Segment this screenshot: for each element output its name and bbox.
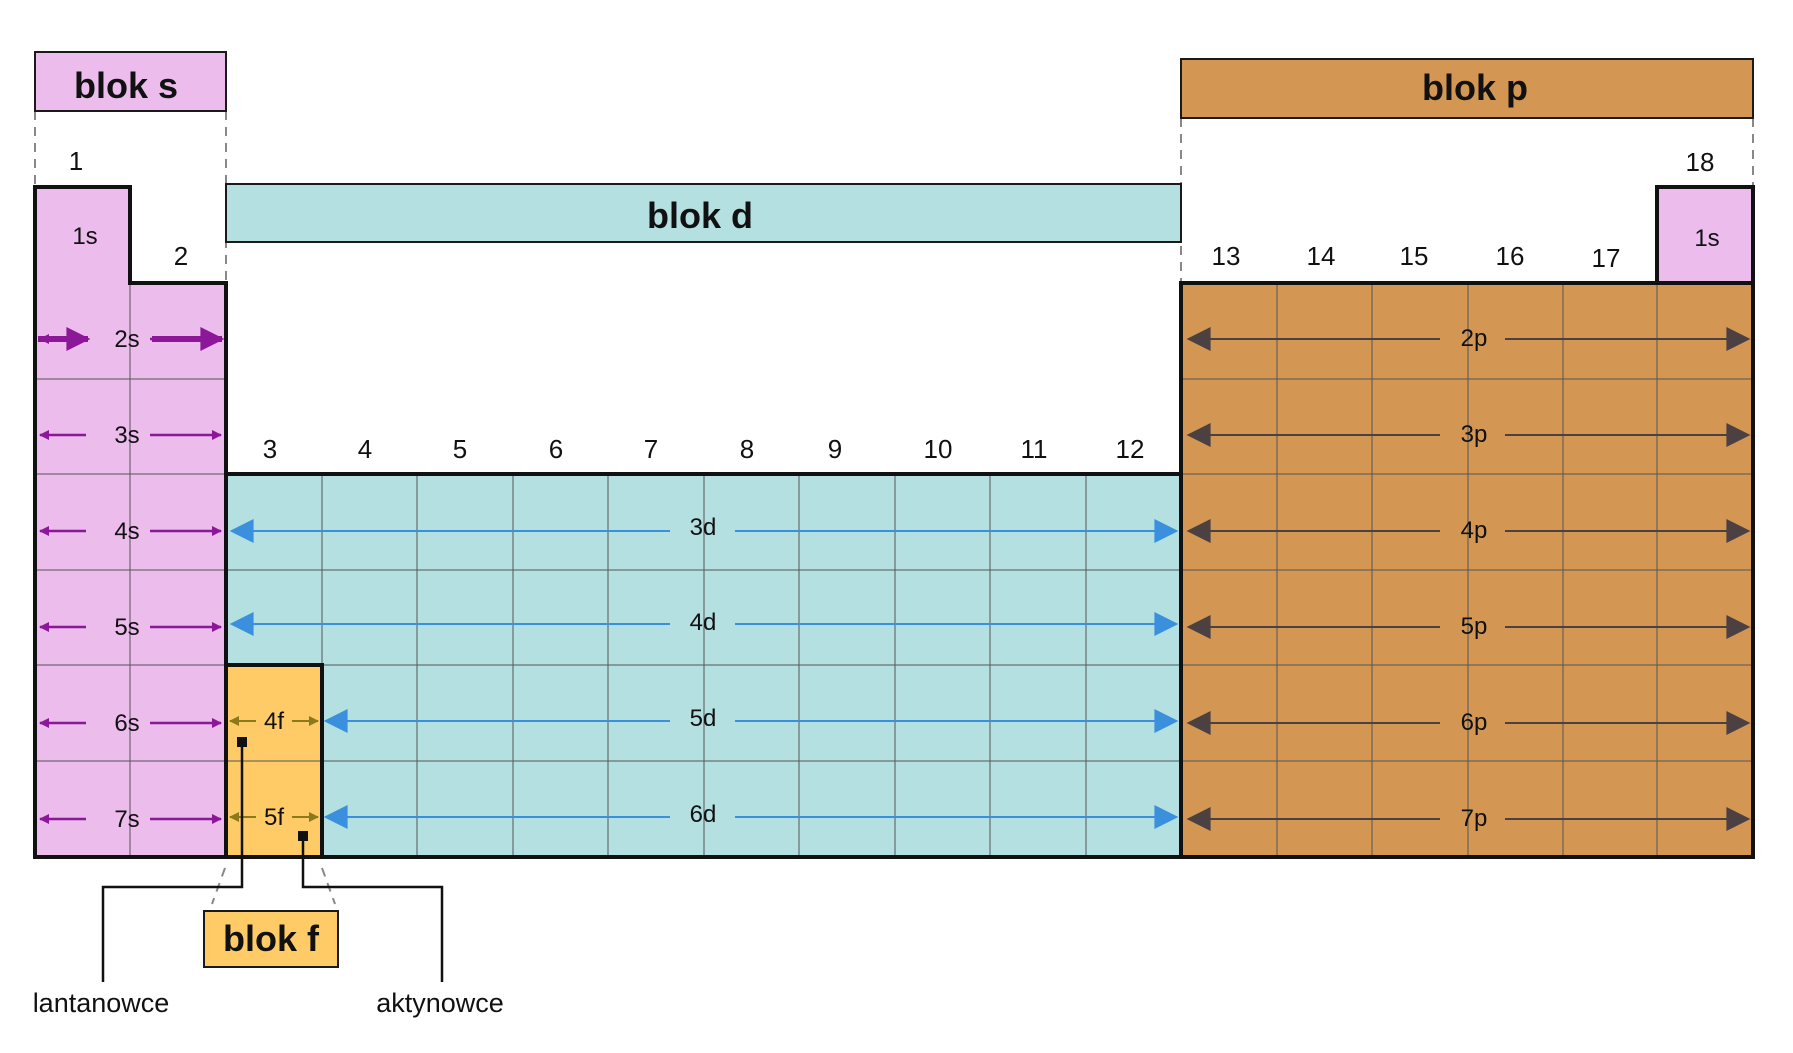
orbital-label: 5p — [1461, 613, 1488, 640]
f-block-connectors — [101, 737, 444, 982]
group-number: 18 — [1686, 147, 1715, 177]
orbital-label: 2s — [114, 326, 139, 353]
orbital-label: 5d — [690, 705, 717, 732]
lanthanides-label: lantanowce — [33, 988, 170, 1018]
p-block-title: blok p — [1422, 67, 1528, 108]
group-number: 15 — [1400, 241, 1429, 271]
orbital-label: 5f — [264, 804, 284, 831]
group-number: 16 — [1496, 241, 1525, 271]
p-arrow-row: 7p — [1186, 805, 1751, 832]
orbital-label: 4p — [1461, 517, 1488, 544]
p-arrow-row: 3p — [1186, 421, 1751, 448]
orbital-label: 4f — [264, 708, 284, 735]
f-arrow-row: 4f — [229, 708, 319, 735]
orbital-label: 3p — [1461, 421, 1488, 448]
s-block-banner: blok s — [34, 51, 227, 112]
p-arrow-row: 2p — [1186, 325, 1751, 352]
helium-cell — [1657, 187, 1753, 283]
actinide-marker — [298, 831, 308, 841]
group-number: 3 — [263, 434, 277, 464]
orbital-label-h-1s: 1s — [72, 223, 97, 250]
group-number: 8 — [740, 434, 754, 464]
actinides-label: aktynowce — [376, 988, 504, 1018]
d-arrow-row: 3d — [229, 514, 1179, 543]
group-numbers: 1 2 3 4 5 6 7 8 9 10 11 12 13 14 15 16 1… — [69, 146, 1715, 464]
group-number: 6 — [549, 434, 563, 464]
lanthanide-marker — [237, 737, 247, 747]
orbital-label: 5s — [114, 614, 139, 641]
orbital-label: 6d — [690, 801, 717, 828]
group-number: 17 — [1592, 243, 1621, 273]
orbital-arrows: 2s 3s 4s 5s 6s 7s 2p 3p 4p 5p 6p 7p 3d 4… — [39, 325, 1751, 833]
s-arrow-row: 4s — [39, 518, 222, 545]
group-number: 7 — [644, 434, 658, 464]
d-arrow-row: 5d — [323, 705, 1179, 733]
d-block-title: blok d — [647, 195, 753, 236]
d-arrow-row: 4d — [229, 609, 1179, 636]
s-arrow-row: 7s — [39, 806, 222, 833]
s-arrow-row: 2s — [39, 326, 222, 353]
orbital-label: 7p — [1461, 805, 1488, 832]
f-block-banner: blok f — [203, 910, 339, 968]
group-number: 11 — [1021, 434, 1048, 464]
group-number: 12 — [1116, 434, 1145, 464]
p-block-banner: blok p — [1180, 58, 1754, 119]
p-arrow-row: 4p — [1186, 517, 1751, 544]
s-arrow-row: 3s — [39, 422, 222, 449]
orbital-label: 6p — [1461, 709, 1488, 736]
s-arrow-row: 5s — [39, 614, 222, 641]
orbital-label: 7s — [114, 806, 139, 833]
group-number: 5 — [453, 434, 467, 464]
f-block-title: blok f — [223, 918, 320, 959]
orbital-label: 3d — [690, 514, 717, 541]
group-number: 4 — [358, 434, 372, 464]
orbital-label: 6s — [114, 710, 139, 737]
group-number: 10 — [924, 434, 953, 464]
group-number: 13 — [1212, 241, 1241, 271]
group-number: 2 — [174, 241, 188, 271]
block-outlines — [33, 185, 1755, 859]
d-arrow-row: 6d — [323, 801, 1179, 829]
s-arrow-row: 6s — [39, 710, 222, 737]
orbital-label-he-1s: 1s — [1694, 225, 1719, 252]
p-arrow-row: 5p — [1186, 613, 1751, 640]
cell-grid — [35, 283, 1753, 857]
group-number: 14 — [1307, 241, 1336, 271]
s-block-title: blok s — [74, 65, 178, 106]
d-block-banner: blok d — [225, 183, 1182, 243]
group-number: 1 — [69, 146, 83, 176]
orbital-label: 3s — [114, 422, 139, 449]
orbital-label: 4d — [690, 609, 717, 636]
group-number: 9 — [828, 434, 842, 464]
p-arrow-row: 6p — [1186, 709, 1751, 736]
orbital-label: 4s — [114, 518, 139, 545]
orbital-label: 2p — [1461, 325, 1488, 352]
